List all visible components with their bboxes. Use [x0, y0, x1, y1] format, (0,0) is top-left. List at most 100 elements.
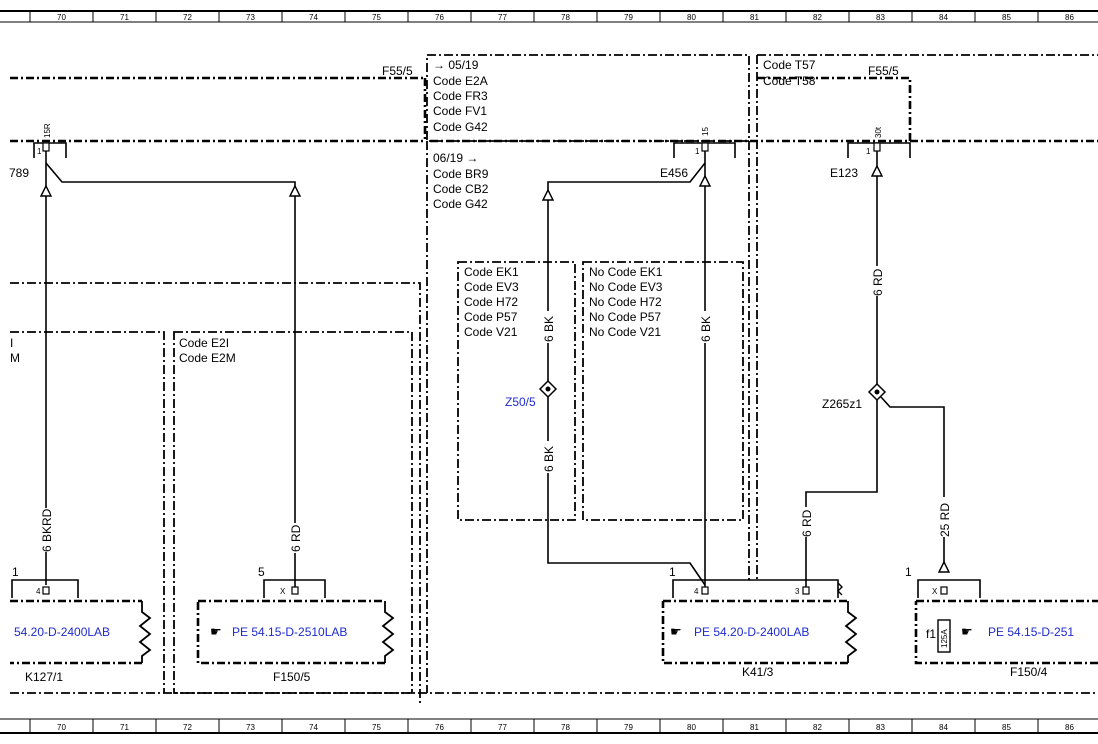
code-notes-variant-a: Code EK1 Code EV3 Code H72 Code P57 Code… — [464, 265, 519, 339]
f150-5-label: F150/5 — [273, 670, 311, 684]
svg-text:6 BKRD: 6 BKRD — [40, 508, 54, 552]
svg-text:PE 54.15-D-251: PE 54.15-D-251 — [988, 625, 1074, 639]
svg-text:No Code V21: No Code V21 — [589, 325, 661, 339]
svg-text:1: 1 — [905, 565, 912, 579]
top-ruler-column-number: 74 — [309, 13, 318, 22]
svg-text:Z265z1: Z265z1 — [822, 397, 862, 411]
svg-text:f1: f1 — [926, 627, 936, 641]
svg-text:Code E2M: Code E2M — [179, 351, 236, 365]
variant-b-frame — [582, 261, 744, 521]
svg-text:125A: 125A — [940, 629, 949, 648]
top-ruler-column-number: 81 — [750, 13, 759, 22]
top-ruler-column-number: 75 — [372, 13, 381, 22]
svg-text:Code P57: Code P57 — [464, 310, 518, 324]
svg-text:X: X — [932, 587, 938, 596]
top-ruler-column-number: 73 — [246, 13, 255, 22]
f150-5-code-frame — [173, 331, 413, 694]
wire-k127 — [45, 151, 296, 590]
k127-label: K127/1 — [25, 670, 63, 684]
wire-e456 — [547, 151, 706, 590]
svg-text:I: I — [10, 336, 13, 350]
top-ruler-column-number: 72 — [183, 13, 192, 22]
k41-pin-header: 1 4 3 — [669, 565, 839, 598]
fuse-box-left-label: F55/5 — [382, 64, 413, 78]
svg-text:PE 54.20-D-2400LAB: PE 54.20-D-2400LAB — [694, 625, 809, 639]
svg-text:1: 1 — [669, 565, 676, 579]
svg-text:6 RD: 6 RD — [289, 524, 303, 552]
k127-ref-link[interactable]: 54.20-D-2400LAB — [14, 625, 110, 639]
pointer-hand-icon: ☛ — [961, 624, 973, 639]
code-notes-top-right: Code T57 Code T58 — [763, 58, 816, 88]
top-ruler-column-number: 82 — [813, 13, 822, 22]
bottom-ruler-column-number: 78 — [561, 723, 570, 732]
code-notes-e2: Code E2I Code E2M — [179, 336, 236, 365]
connector-triangles — [39, 164, 951, 573]
bottom-ruler-column-number: 81 — [750, 723, 759, 732]
svg-text:PE 54.15-D-2510LAB: PE 54.15-D-2510LAB — [232, 625, 347, 639]
bottom-ruler-column-number: 75 — [372, 723, 381, 732]
svg-text:30t: 30t — [874, 126, 883, 138]
svg-text:Code FV1: Code FV1 — [433, 104, 487, 118]
svg-text:4: 4 — [694, 587, 699, 596]
bottom-ruler-column-number: 76 — [435, 723, 444, 732]
code-notes-left-cut: I M — [10, 336, 20, 365]
k127-code-frame — [10, 331, 165, 693]
pointer-hand-icon: ☛ — [670, 624, 682, 639]
bottom-ruler-column-number: 73 — [246, 723, 255, 732]
f150-4-ref-link[interactable]: ☛ PE 54.15-D-251 — [961, 624, 1074, 639]
svg-text:Z50/5: Z50/5 — [505, 395, 536, 409]
svg-text:E123: E123 — [830, 166, 858, 180]
svg-text:M: M — [10, 351, 20, 365]
svg-text:Code EV3: Code EV3 — [464, 280, 519, 294]
fuse-box-left-border — [10, 76, 425, 143]
svg-text:Code G42: Code G42 — [433, 197, 488, 211]
bottom-ruler-column-number: 82 — [813, 723, 822, 732]
bottom-ruler-column-number: 72 — [183, 723, 192, 732]
bottom-ruler-column-number: 70 — [57, 723, 66, 732]
bottom-ruler-column-number: 84 — [939, 723, 948, 732]
svg-text:1: 1 — [866, 147, 871, 156]
top-ruler-column-number: 76 — [435, 13, 444, 22]
top-ruler-column-number: 71 — [120, 13, 129, 22]
svg-text:Code E2I: Code E2I — [179, 336, 229, 350]
bottom-ruler-column-number: 86 — [1065, 723, 1074, 732]
svg-text:Code G42: Code G42 — [433, 120, 488, 134]
top-ruler-column-number: 86 — [1065, 13, 1074, 22]
component-k41 — [661, 582, 858, 665]
svg-text:6 BK: 6 BK — [699, 316, 713, 342]
svg-text:Code FR3: Code FR3 — [433, 89, 488, 103]
svg-text:4: 4 — [36, 587, 41, 596]
svg-text:Code BR9: Code BR9 — [433, 167, 489, 181]
svg-text:6 RD: 6 RD — [871, 268, 885, 296]
f150-5-pin-header: 5 X — [258, 565, 326, 598]
fuse-f1: f1 125A — [926, 619, 951, 653]
svg-text:Code T57: Code T57 — [763, 58, 816, 72]
svg-text:5: 5 — [258, 565, 265, 579]
splice-z265: Z265z1 — [822, 382, 887, 411]
wire-e123 — [805, 151, 945, 590]
bottom-ruler-column-number: 83 — [876, 723, 885, 732]
bottom-ruler-column-number: 77 — [498, 723, 507, 732]
svg-text:X: X — [280, 587, 286, 596]
f150-5-ref-link[interactable]: ☛ PE 54.15-D-2510LAB — [210, 624, 347, 639]
f150-4-pin-header: 1 X — [905, 565, 981, 598]
left-lower-frame — [10, 282, 1098, 703]
component-f150-4 — [914, 599, 1098, 665]
svg-text:No Code EK1: No Code EK1 — [589, 265, 663, 279]
svg-text:25 RD: 25 RD — [938, 503, 952, 537]
f150-4-label: F150/4 — [1010, 665, 1048, 679]
svg-text:Code V21: Code V21 — [464, 325, 518, 339]
wire-labels: 6 BKRD 6 RD 6 BK 6 BK 6 BK 6 RD 6 RD 25 … — [40, 266, 952, 553]
variant-a-frame — [457, 261, 576, 521]
center-lower-frame — [426, 141, 750, 693]
svg-text:Code EK1: Code EK1 — [464, 265, 519, 279]
component-k127 — [10, 599, 152, 665]
k41-ref-link[interactable]: ☛ PE 54.20-D-2400LAB — [670, 624, 809, 639]
svg-text:Code CB2: Code CB2 — [433, 182, 489, 196]
top-ruler-column-number: 78 — [561, 13, 570, 22]
bottom-ruler-column-number: 85 — [1002, 723, 1011, 732]
right-divider-frame — [756, 54, 1098, 580]
bottom-ruler-column-number: 71 — [120, 723, 129, 732]
